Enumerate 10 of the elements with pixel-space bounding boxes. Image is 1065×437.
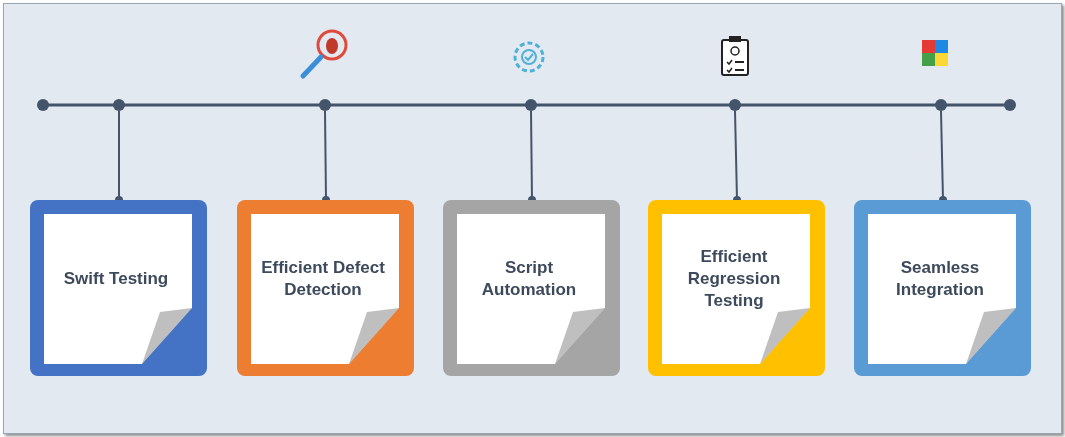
note-card: [443, 200, 620, 376]
card-title: Efficient Defect Detection: [260, 257, 386, 301]
card-title: Swift Testing: [63, 268, 169, 290]
card-title: Efficient Regression Testing: [686, 246, 782, 312]
note-card: [30, 200, 207, 376]
note-card: [648, 200, 825, 376]
note-card: [854, 200, 1031, 376]
note-card: [237, 200, 414, 376]
card-title: Script Automation: [480, 257, 578, 301]
card-title: Seamless Integration: [895, 257, 985, 301]
